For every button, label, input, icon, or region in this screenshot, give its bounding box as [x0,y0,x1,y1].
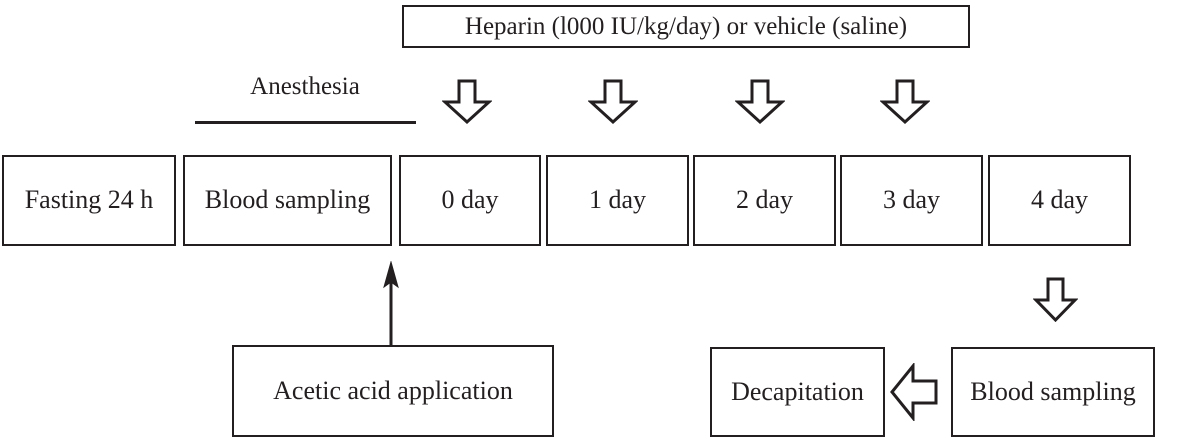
arrow-down-hollow-icon [442,79,492,124]
arrow-down-hollow-icon [880,79,930,124]
timeline-step-label: Blood sampling [204,185,371,215]
blood-sampling-final-box: Blood sampling [951,347,1155,437]
acetic-acid-application-label: Acetic acid application [273,375,513,405]
timeline-step-day-2: 2 day [693,155,836,246]
timeline-step-fasting: Fasting 24 h [2,155,176,246]
arrow-down-hollow-icon [588,79,638,124]
treatment-banner-label: Heparin (l000 IU/kg/day) or vehicle (sal… [464,12,908,40]
timeline-step-day-3: 3 day [840,155,983,246]
arrow-down-hollow-icon [1033,277,1078,322]
timeline-step-label: 0 day [441,185,499,215]
anesthesia-span-rule [195,121,416,124]
acetic-acid-application-box: Acetic acid application [232,345,554,437]
timeline-step-label: 4 day [1030,185,1089,215]
anesthesia-label: Anesthesia [250,73,360,100]
timeline-step-label: 2 day [735,185,794,215]
timeline-step-blood-sampling-baseline: Blood sampling [183,155,392,246]
timeline-step-label: 1 day [588,185,647,215]
decapitation-label: Decapitation [731,376,864,406]
blood-sampling-final-label: Blood sampling [970,376,1136,406]
timeline-step-day-4: 4 day [988,155,1131,246]
arrow-down-hollow-icon [735,79,785,124]
decapitation-box: Decapitation [710,347,885,437]
timeline-step-day-0: 0 day [399,155,541,246]
arrow-up-solid-icon [378,261,404,347]
timeline-step-day-1: 1 day [546,155,689,246]
timeline-step-label: Fasting 24 h [24,185,154,215]
timeline-step-label: 3 day [882,185,941,215]
treatment-banner-box: Heparin (l000 IU/kg/day) or vehicle (sal… [402,5,970,48]
arrow-left-hollow-icon [890,363,938,421]
